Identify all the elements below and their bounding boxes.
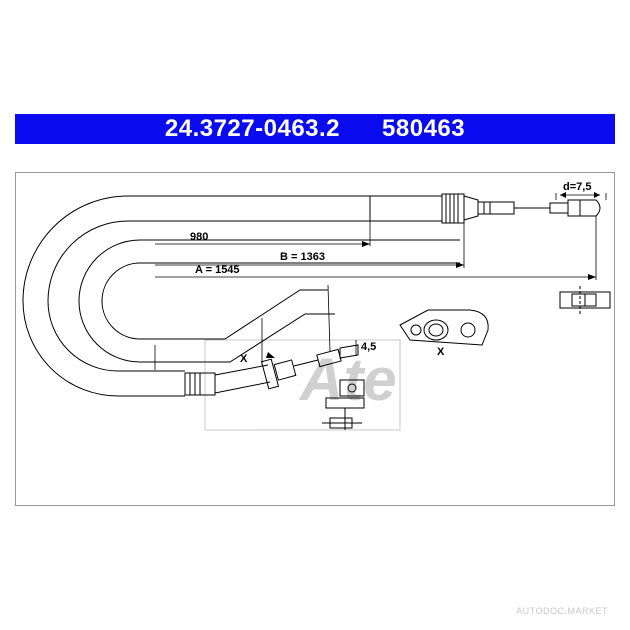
reference-number: 580463: [382, 115, 466, 142]
section-view-right: [559, 286, 611, 316]
dimension-lines: [154, 193, 607, 370]
detail-x-title: X: [437, 346, 445, 358]
length-a-label: A = 1545: [195, 264, 240, 276]
dimension-arrows: [266, 192, 600, 358]
fork-end-detail: [322, 379, 365, 430]
bracket-detail-x: [399, 309, 489, 346]
inner-cable-loop: [78, 239, 460, 363]
left-end-fitting: [184, 344, 359, 396]
detail-x-marker: X: [240, 353, 248, 365]
part-number-banner: 24.3727-0463.2 580463: [15, 114, 615, 144]
length-b-label: B = 1363: [280, 251, 325, 263]
diameter-label: d=7,5: [563, 181, 591, 193]
watermark-text: AUTODOC.MARKET: [516, 606, 608, 616]
ate-logo-watermark: Ate: [204, 339, 401, 431]
right-end-fitting: [369, 193, 601, 224]
part-number: 24.3727-0463.2: [164, 115, 341, 142]
eye-size-label: 4,5: [361, 341, 376, 353]
drawing-frame: [15, 172, 615, 506]
length-980-label: 980: [190, 231, 208, 243]
